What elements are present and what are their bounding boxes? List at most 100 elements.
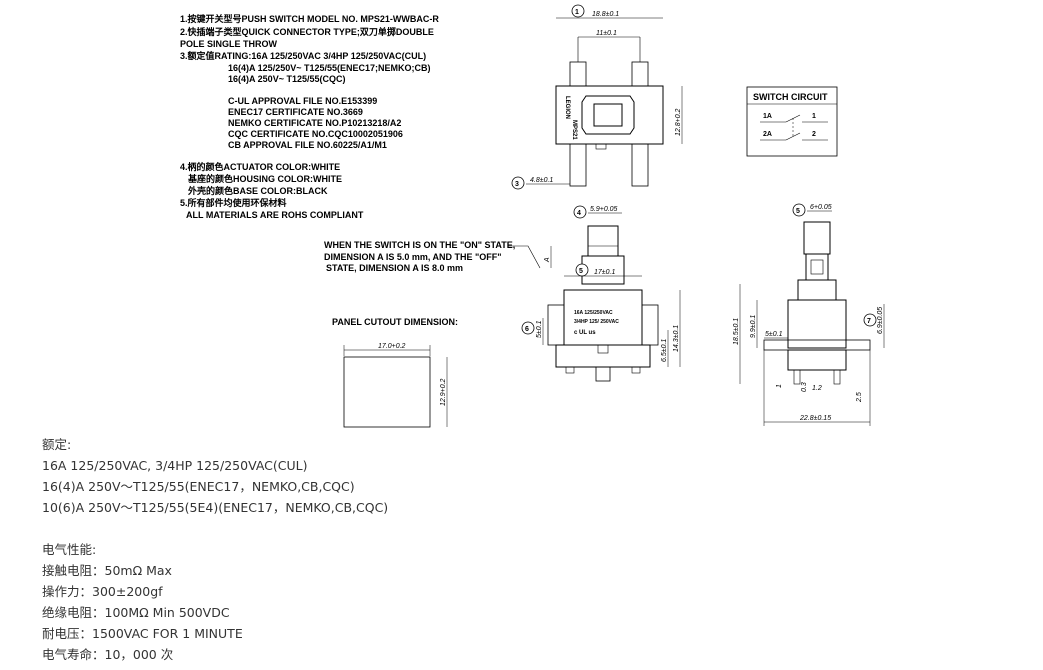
label-line: 3/4HP 125/ 250VAC: [574, 319, 619, 325]
callout-number: 5: [796, 208, 800, 215]
spec-notes: 1.按键开关型号PUSH SWITCH MODEL NO. MPS21-WWBA…: [180, 13, 439, 220]
spec-line: ALL MATERIALS ARE ROHS COMPLIANT: [186, 210, 364, 220]
spec-line: 3.额定值RATING:16A 125/250VAC 3/4HP 125/250…: [180, 50, 426, 61]
electrical-line: 耐电压：1500VAC FOR 1 MINUTE: [42, 626, 243, 641]
bottom-dim: 0.3: [801, 382, 808, 392]
terminal: [595, 366, 611, 382]
actuator-dim: 5.9+0.05: [590, 206, 618, 213]
actuator-stem: [805, 253, 829, 281]
stem-window: [810, 259, 824, 275]
side-right-height: 6.9±0.05: [877, 307, 884, 334]
spec-line: CB APPROVAL FILE NO.60225/A1/M1: [228, 140, 387, 150]
housing-width: 17±0.1: [594, 269, 615, 276]
terminal: [565, 366, 575, 374]
spec-line: 外壳的颜色BASE COLOR:BLACK: [187, 185, 328, 196]
terminal: [569, 143, 587, 187]
electrical-line: 操作力：300±200gf: [42, 584, 163, 599]
electrical-line: 接触电阻：50mΩ Max: [42, 563, 172, 578]
dimension-note: WHEN THE SWITCH IS ON THE "ON" STATE, DI…: [324, 240, 541, 273]
bottom-dim: 1: [776, 384, 783, 388]
housing: [787, 299, 847, 349]
pin-label: 1: [812, 113, 816, 120]
terminal: [793, 369, 801, 385]
body-marking: LEGION: [564, 96, 570, 119]
top-inner-width: 11±0.1: [596, 30, 617, 37]
bottom-dim: 2.5: [856, 392, 863, 403]
actuator: [803, 221, 831, 255]
callout-circle: [521, 321, 535, 335]
callout-circle: [573, 205, 587, 219]
front-view: 4 5.9+0.05 5 A 17±0.1 16A 125/250VAC 3/4…: [521, 205, 681, 382]
spec-line: 1.按键开关型号PUSH SWITCH MODEL NO. MPS21-WWBA…: [180, 13, 439, 24]
label-line: c UL us: [574, 330, 596, 336]
side-actuator-dim: 6+0.05: [810, 204, 832, 211]
electrical-title: 电气性能:: [42, 542, 97, 557]
base: [787, 349, 847, 371]
electrical-line: 电气寿命：10，000 次: [42, 647, 174, 662]
inner-height: 9.9±0.1: [750, 315, 757, 338]
base: [555, 344, 651, 368]
notch: [595, 143, 607, 150]
note-line: STATE, DIMENSION A IS 8.0 mm: [326, 263, 463, 273]
pin-label: 2A: [763, 131, 772, 138]
cutout-height: 12.9+0.2: [440, 378, 447, 406]
circuit-title: SWITCH CIRCUIT: [753, 92, 828, 102]
actuator: [587, 225, 619, 257]
side-width: 22.8±0.15: [799, 415, 831, 422]
side-clip: [641, 304, 659, 346]
terminal: [631, 143, 649, 187]
callout-number: 5: [579, 268, 583, 275]
spec-line: NEMKO CERTIFICATE NO.P10213218/A2: [228, 118, 401, 128]
callout-circle: [571, 4, 585, 18]
callout-number: 1: [575, 9, 579, 16]
rated-line: 16(4)A 250V～T125/55(ENEC17，NEMKO,CB,CQC): [42, 479, 355, 494]
dim-a: A: [544, 257, 551, 263]
body-marking: MPS21: [571, 120, 577, 140]
cutout-width: 17.0+0.2: [378, 343, 406, 350]
side-housing: 5±0.1: [765, 331, 783, 338]
base-slot: [597, 344, 609, 354]
switch-circuit: SWITCH CIRCUIT 1A 1 2A 2: [746, 86, 838, 157]
panel-cutout: PANEL CUTOUT DIMENSION: 17.0+0.2 12.9+0.…: [332, 317, 458, 428]
pin-label: 1A: [763, 113, 772, 120]
spec-line: 16(4)A 125/250V~ T125/55(ENEC17;NEMKO;CB…: [228, 63, 431, 73]
top-view: 1 18.8±0.1 11±0.1 LEGION MPS21 12.8+0.2 …: [511, 4, 683, 190]
terminal: [833, 369, 841, 385]
callout-number: 4: [577, 210, 581, 217]
collar: [797, 279, 837, 301]
spec-line: C-UL APPROVAL FILE NO.E153399: [228, 96, 377, 106]
spec-line: 5.所有部件均使用环保材料: [180, 197, 287, 208]
terminal: [631, 61, 649, 87]
total-height: 18.5±0.1: [733, 318, 740, 345]
spacer: [42, 518, 942, 539]
note-line: WHEN THE SWITCH IS ON THE "ON" STATE,: [324, 240, 515, 250]
rated-line: 16A 125/250VAC, 3/4HP 125/250VAC(CUL): [42, 458, 308, 473]
terminal: [569, 61, 587, 87]
spec-list: 额定: 16A 125/250VAC, 3/4HP 125/250VAC(CUL…: [42, 434, 942, 665]
callout-circle: [511, 176, 525, 190]
pin-label: 2: [812, 131, 816, 138]
label-line: 16A 125/250VAC: [574, 310, 613, 316]
spec-line: 2.快插端子类型QUICK CONNECTOR TYPE;双刀单掷DOUBLE: [180, 26, 434, 37]
electrical-line: 绝缘电阻：100MΩ Min 500VDC: [42, 605, 230, 620]
callout-circle: [792, 203, 806, 217]
left-height: 5±0.1: [536, 320, 543, 338]
spec-line: 基座的颜色HOUSING COLOR:WHITE: [187, 173, 342, 184]
housing: [563, 289, 643, 346]
callout-number: 3: [515, 181, 519, 188]
callout-number: 7: [867, 318, 871, 325]
side-view: 5 6+0.05 18.5±0.1 9.9±0.1 5±0.1 7 6.9±0.…: [733, 203, 885, 426]
actuator-inner: [593, 103, 623, 127]
cutout-rect: [343, 356, 431, 428]
right-height-outer: 14.3±0.1: [673, 325, 680, 352]
spec-line: CQC CERTIFICATE NO.CQC10002051906: [228, 129, 403, 139]
rated-line: 10(6)A 250V～T125/55(5E4)(ENEC17，NEMKO,CB…: [42, 500, 389, 515]
top-height: 12.8+0.2: [675, 108, 682, 136]
side-clip: [547, 304, 565, 346]
rated-title: 额定:: [42, 437, 72, 452]
top-width: 18.8±0.1: [592, 11, 619, 18]
leader-line: [508, 245, 541, 269]
actuator-outline: [581, 95, 635, 135]
right-height-inner: 6.5±0.1: [661, 339, 668, 362]
terminal: [631, 366, 641, 374]
